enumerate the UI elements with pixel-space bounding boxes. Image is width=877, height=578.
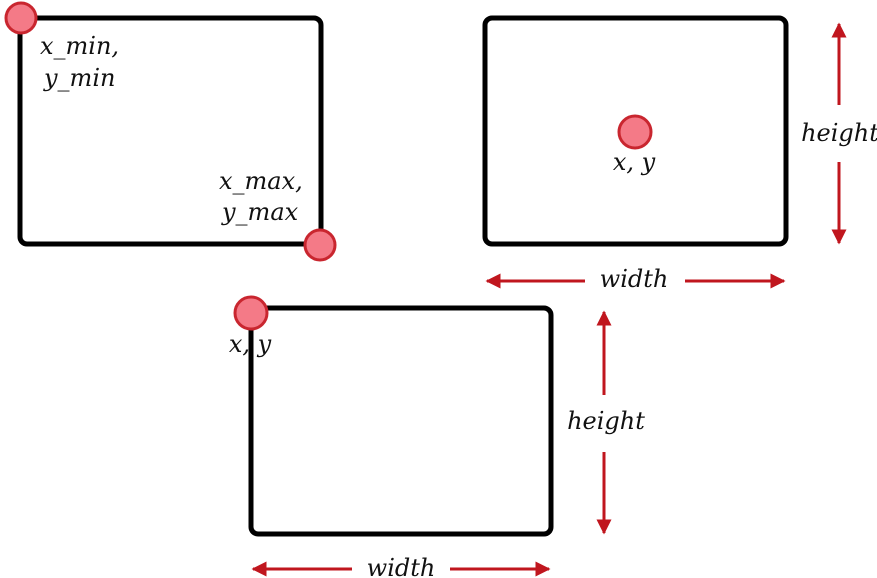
bottom-right-corner-point <box>303 228 337 262</box>
top-left-corner-point <box>4 1 38 35</box>
center-point <box>617 114 653 150</box>
x-max-label: x_max, <box>219 167 303 195</box>
corners-format-group: x_min, y_min x_max, y_max <box>4 1 337 262</box>
x-min-label: x_min, <box>40 32 119 60</box>
y-max-label: y_max <box>221 198 299 226</box>
topleft-height-label: height <box>567 407 645 435</box>
y-min-label: y_min <box>43 64 115 92</box>
topleft-point <box>233 295 269 331</box>
center-format-group: x, y height width <box>482 15 877 293</box>
topleft-box <box>248 305 554 537</box>
corners-box <box>17 15 324 247</box>
center-box <box>482 15 789 247</box>
center-height-label: height <box>801 119 877 147</box>
topleft-width-label: width <box>367 554 436 578</box>
topleft-format-group: x, y height width <box>229 295 645 578</box>
center-width-label: width <box>600 265 669 293</box>
topleft-point-label: x, y <box>229 330 272 358</box>
center-point-label: x, y <box>613 148 656 176</box>
